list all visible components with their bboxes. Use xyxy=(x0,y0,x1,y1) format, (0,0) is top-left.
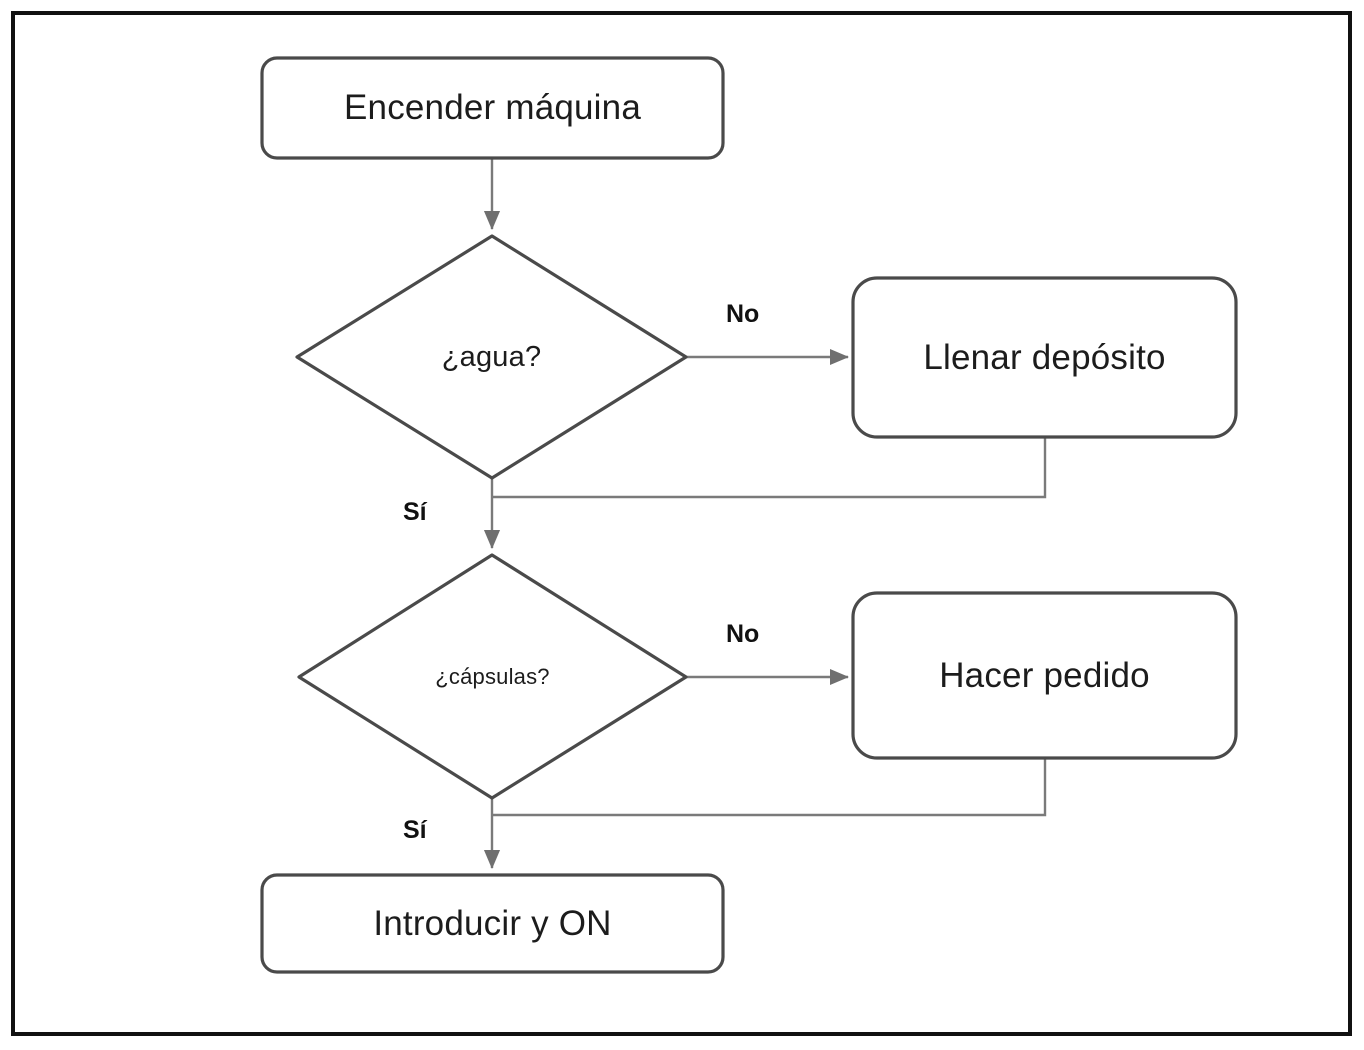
node-start-shape[interactable] xyxy=(260,56,725,160)
diagram-frame xyxy=(11,11,1352,1036)
edge-label-agua-si: Sí xyxy=(403,498,427,526)
node-final-shape[interactable] xyxy=(260,873,725,974)
edge-label-agua-no: No xyxy=(726,300,760,328)
edge-label-capsulas-no: No xyxy=(726,620,760,648)
edge-llenar-return xyxy=(492,437,1047,499)
edge-pedido-return xyxy=(492,758,1047,817)
node-pedido-shape[interactable] xyxy=(851,591,1238,760)
node-llenar-shape[interactable] xyxy=(851,276,1238,439)
node-capsulas-shape[interactable] xyxy=(297,553,688,800)
node-agua-shape[interactable] xyxy=(295,234,688,480)
edge-label-capsulas-si: Sí xyxy=(403,816,427,844)
